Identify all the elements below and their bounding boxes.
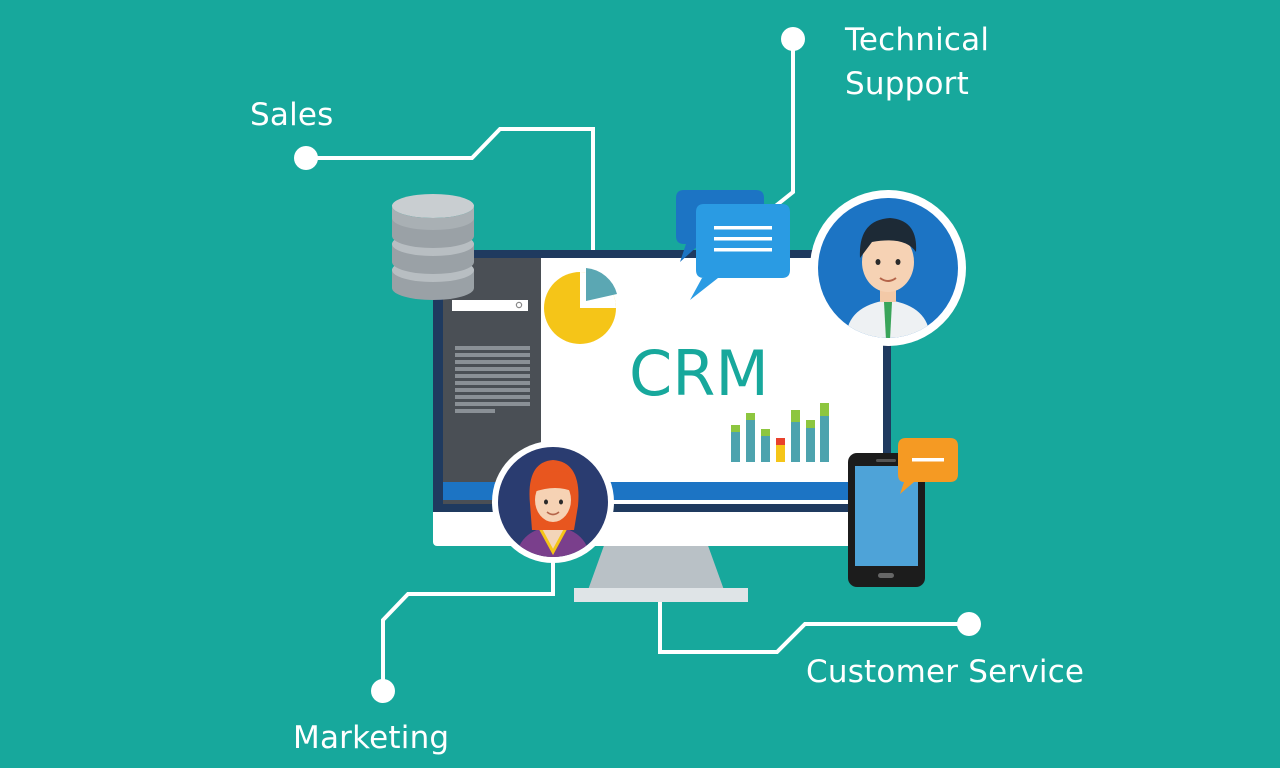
chat-bubble-icon [676, 190, 790, 300]
node-label-sales: Sales [250, 97, 334, 133]
node-label-marketing: Marketing [293, 720, 450, 756]
customer-service-connector [658, 600, 968, 654]
database-icon [392, 194, 474, 300]
crm-title: CRM [629, 337, 769, 410]
male-avatar-icon [810, 190, 966, 346]
sales-connector [306, 127, 595, 255]
node-label-technical-line1: Technical [845, 22, 990, 58]
marketing-connector [381, 560, 555, 690]
tech-support-connector [771, 40, 795, 210]
node-label-technical-line2: Support [845, 66, 969, 102]
node-label-customer-service: Customer Service [806, 654, 1085, 690]
customer-service-dot [957, 612, 981, 636]
pie-chart-icon [544, 268, 617, 344]
node-label-technical-support: Technical Support [845, 18, 989, 106]
bar-chart-icon [731, 403, 829, 462]
monitor-stand [574, 540, 748, 602]
tech-support-dot [781, 27, 805, 51]
female-avatar-icon [492, 441, 614, 563]
sales-dot [294, 146, 318, 170]
marketing-dot [371, 679, 395, 703]
connector-lines [306, 40, 968, 690]
smartphone-icon [848, 438, 958, 587]
